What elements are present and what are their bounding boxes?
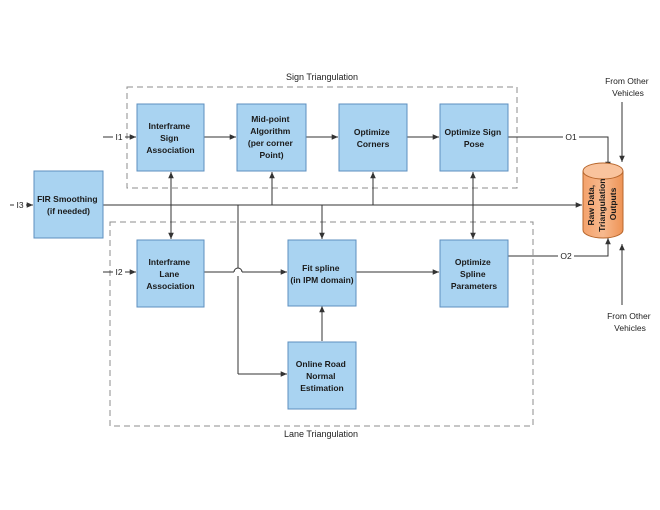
online-road-normal-estimation-box: Online Road Normal Estimation: [287, 341, 357, 410]
interframe-lane-association-box: Interframe Lane Association: [136, 239, 205, 308]
svg-text:Optimize Corners: Optimize Corners: [354, 127, 392, 149]
from-other-vehicles-bottom: From Other Vehicles: [607, 311, 653, 333]
svg-text:FIR Smoothing (if needed: FIR Smoothing (if needed): [37, 194, 100, 216]
port-o2: O2: [560, 251, 572, 261]
connectors: [10, 102, 625, 377]
midpoint-algorithm-box: Mid-point Algorithm (per corner Point): [236, 103, 307, 172]
svg-text:Fit spline (in IPM domai: Fit spline (in IPM domain): [290, 263, 353, 285]
svg-text:Online Road Normal: Online Road Normal Estimation: [296, 359, 348, 393]
lane-triangulation-label: Lane Triangulation: [284, 429, 358, 439]
sign-triangulation-label: Sign Triangulation: [286, 72, 358, 82]
fit-spline-box: Fit spline (in IPM domain): [287, 239, 357, 307]
port-i3: I3: [16, 200, 23, 210]
interframe-sign-association-box: Interframe Sign Association: [136, 103, 205, 172]
port-o1: O1: [565, 132, 577, 142]
svg-text:Interframe Lane As: Interframe Lane Association: [146, 257, 194, 291]
raw-data-database: Raw Data, Triangulation Outputs: [582, 162, 624, 239]
port-i1: I1: [115, 132, 122, 142]
fir-smoothing-box: FIR Smoothing (if needed): [33, 170, 104, 239]
optimize-sign-pose-box: Optimize Sign Pose: [439, 103, 509, 172]
port-i2: I2: [115, 267, 122, 277]
from-other-vehicles-top: From Other Vehicles: [605, 76, 651, 98]
svg-text:Interframe Sign As: Interframe Sign Association: [146, 121, 194, 155]
svg-text:Raw Data, Triangulation: Raw Data, Triangulation Outputs: [586, 176, 618, 232]
optimize-corners-box: Optimize Corners: [338, 103, 408, 172]
port-labels: I1 I2 I3 O1 O2: [14, 131, 579, 278]
svg-text:Optimize Sign Pose: Optimize Sign Pose: [444, 127, 503, 149]
svg-text:Mid-point Algorithm: Mid-point Algorithm (per corner Point): [248, 114, 295, 160]
svg-text:Optimize Spline Pa: Optimize Spline Parameters: [451, 257, 498, 291]
optimize-spline-parameters-box: Optimize Spline Parameters: [439, 239, 509, 308]
